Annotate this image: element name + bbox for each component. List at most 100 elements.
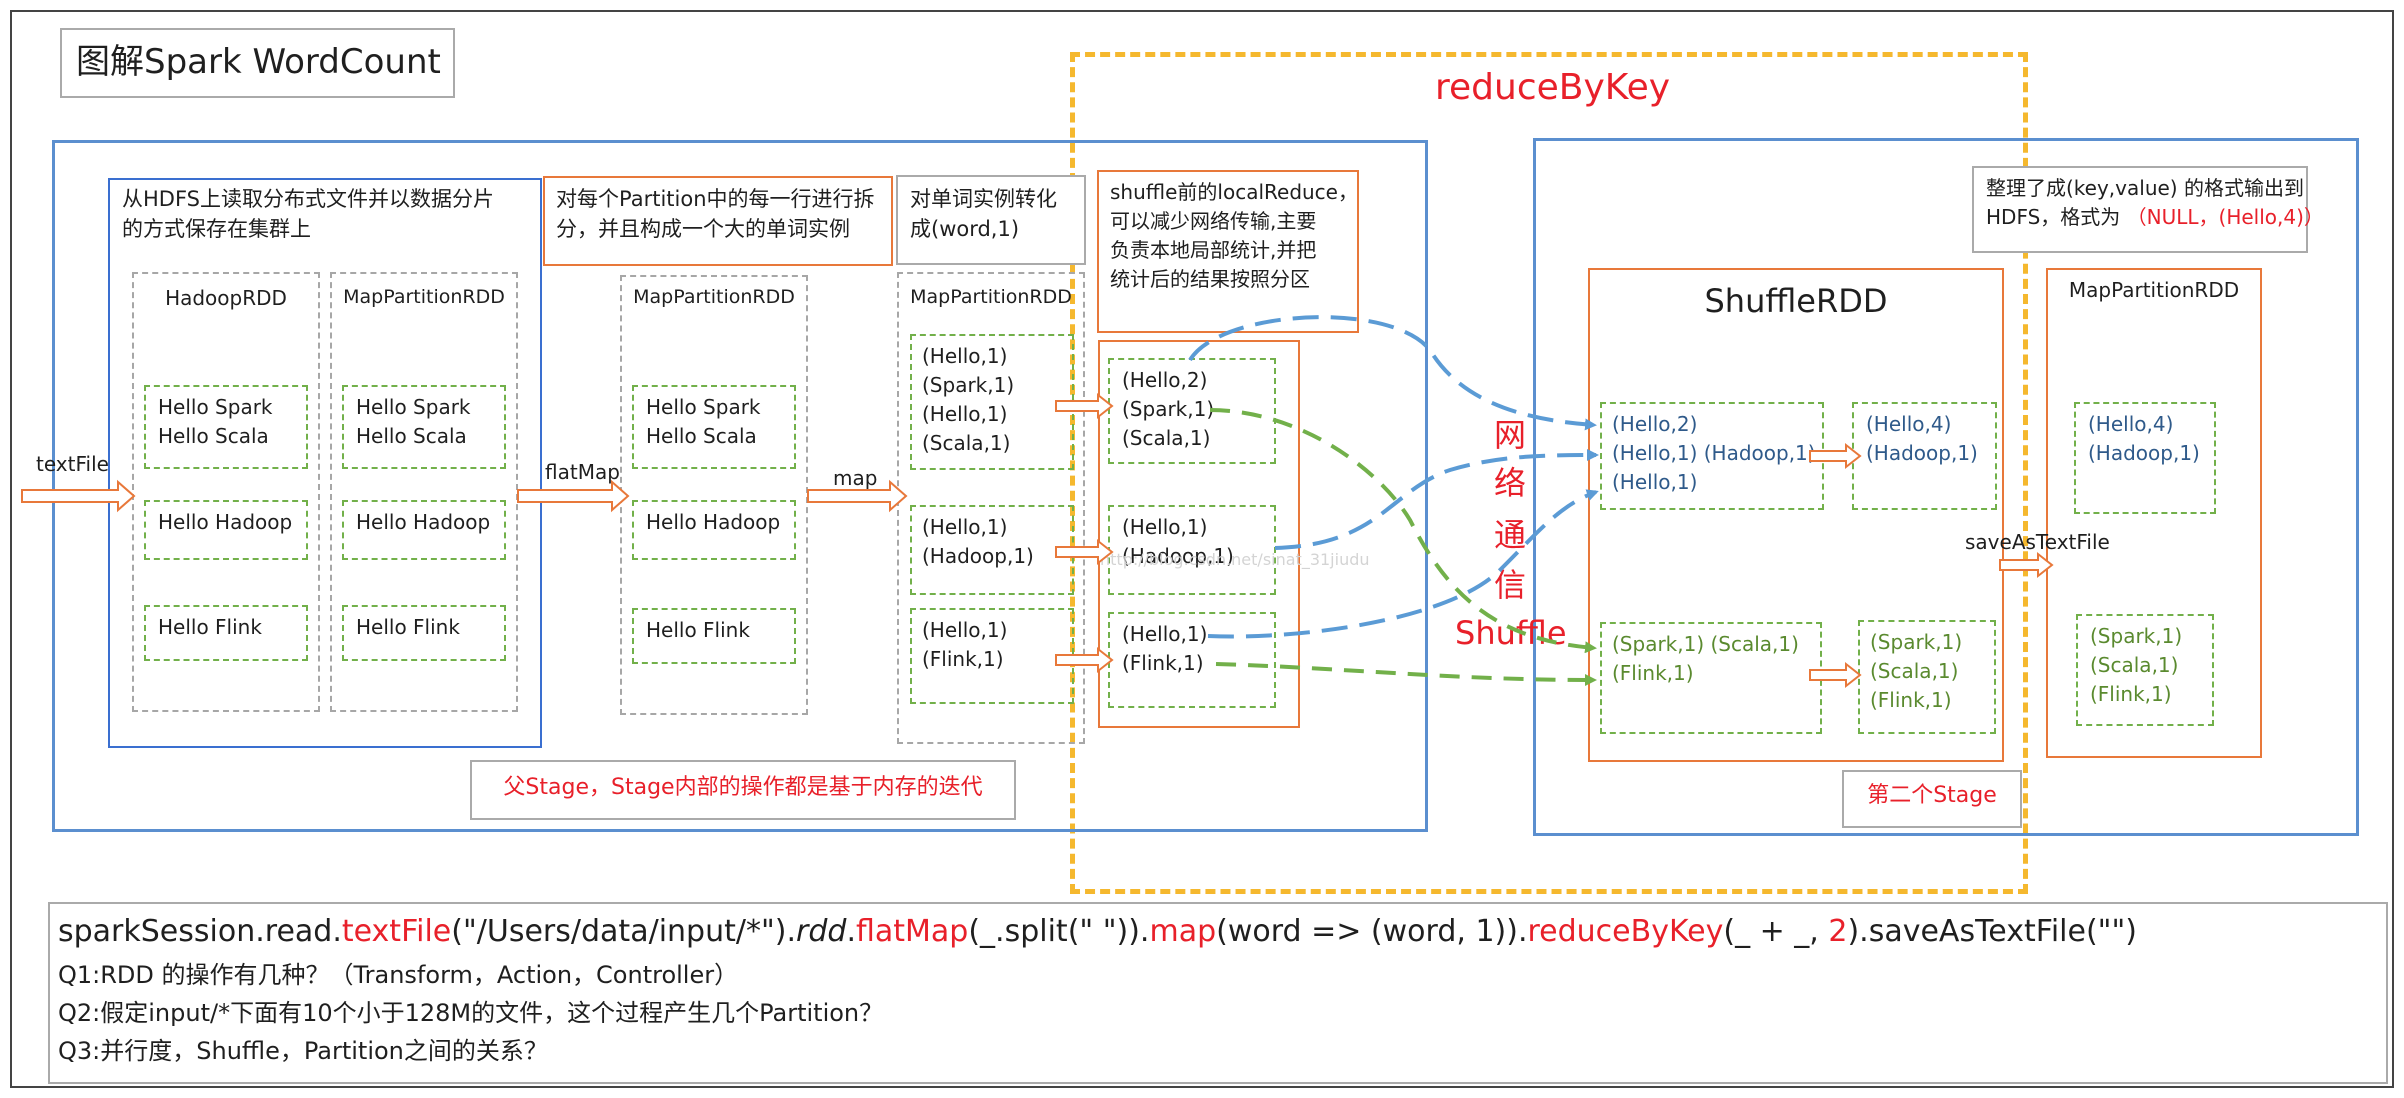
shuffle-curve-blue (1274, 449, 1599, 550)
outer-frame (10, 10, 2394, 1088)
partition-box (632, 385, 796, 469)
partition-final: (Hello,4) (Hadoop,1) (2088, 412, 2200, 465)
partition-shuffle-in: (Spark,1) (Scala,1) (Flink,1) (1612, 632, 1799, 685)
reduce-by-key-label: reduceByKey (1435, 67, 1671, 108)
partition-box (2074, 402, 2216, 514)
map-partition-rdd-label: MapPartitionRDD (343, 286, 505, 308)
local-reduce-column (1098, 340, 1300, 728)
flat-map-label: flatMap (545, 460, 620, 484)
shuffle-combine-arrow (1809, 442, 1862, 470)
partition-pairs: (Hello,1) (Flink,1) (922, 618, 1008, 671)
shuffle-rdd-box (1588, 268, 2004, 762)
map-label: map (833, 466, 878, 490)
partition-final: (Spark,1) (Scala,1) (Flink,1) (2090, 624, 2183, 706)
map-partition-rdd-label: MapPartitionRDD (2068, 278, 2240, 302)
shuffle-curve-green (1209, 408, 1597, 654)
convert-note: 对单词实例转化 成(word,1) (910, 187, 1057, 242)
partition-lines: Hello Flink (356, 615, 460, 639)
question: Q3:并行度，Shuffle，Partition之间的关系？ (58, 1037, 548, 1065)
partition-local-reduced: (Hello,1) (Flink,1) (1122, 622, 1208, 675)
map-partition-rdd-label: MapPartitionRDD (633, 286, 795, 308)
shuffle-curve-blue (1207, 489, 1599, 639)
network-char: 信 (1493, 566, 1526, 604)
code-line: sparkSession.read.textFile("/Users/data/… (58, 910, 2137, 954)
map-partition-rdd-column (897, 272, 1085, 744)
save-arrow (1999, 551, 2054, 579)
split-note-box (543, 176, 893, 266)
flow-arrows (21, 392, 2054, 689)
partition-box (144, 385, 308, 469)
reduce-by-key-region (1070, 52, 2028, 894)
partition-shuffle-out: (Hello,4) (Hadoop,1) (1866, 412, 1978, 465)
code-segment: . (846, 914, 856, 949)
code-segment: (word => (word, 1)). (1216, 914, 1528, 949)
code-segment: reduceByKey (1527, 914, 1724, 949)
split-note: 对每个Partition中的每一行进行拆 分，并且构成一个大的单词实例 (556, 187, 875, 242)
code-segment: sparkSession.read. (58, 914, 342, 949)
partition-lines: Hello Hadoop (158, 510, 293, 534)
partition-lines: Hello Flink (646, 618, 750, 642)
partition-box (342, 500, 506, 560)
shuffle-label: Shuffle (1455, 614, 1567, 652)
code-segment: flatMap (855, 914, 969, 949)
partition-local-reduced: (Hello,2) (Spark,1) (Scala,1) (1122, 368, 1215, 450)
parent-stage-label-box (470, 760, 1016, 820)
network-char: 络 (1493, 464, 1526, 502)
partition-pairs: (Hello,1) (Hadoop,1) (922, 515, 1034, 568)
question: Q1:RDD 的操作有几种？（Transform，Action，Controll… (58, 961, 739, 989)
map-partition-rdd-label: MapPartitionRDD (910, 286, 1072, 308)
partition-lines: Hello Spark Hello Scala (158, 395, 273, 448)
code-segment: map (1149, 914, 1217, 949)
question: Q2:假定input/*下面有10个小于128M的文件，这个过程产生几个Part… (58, 999, 884, 1027)
local-reduce-arrow (1055, 538, 1114, 566)
output-note: 整理了成(key,value) 的格式输出到 HDFS，格式为 （NULL，(H… (1986, 174, 2324, 232)
partition-lines: Hello Hadoop (646, 510, 781, 534)
partition-box (144, 500, 308, 560)
shuffle-curve-blue (1188, 315, 1597, 431)
local-reduce-arrow (1055, 646, 1114, 674)
output-note-box (1972, 166, 2308, 253)
network-char: 通 (1493, 516, 1526, 554)
watermark: http://blog.csdn.net/sinat_31jiudu (1100, 550, 1370, 569)
network-char: 网 (1493, 416, 1526, 454)
text-file-arrow (21, 479, 136, 513)
shuffle-combine-arrow (1809, 661, 1862, 689)
second-stage-box (1533, 138, 2359, 836)
output-format: （NULL，(Hello,4)） (2126, 205, 2324, 229)
hdfs-read-note: 从HDFS上读取分布式文件并以数据分片 的方式保存在集群上 (122, 187, 495, 242)
partition-shuffle-in: (Hello,2) (Hello,1) (Hadoop,1) (Hello,1) (1612, 412, 1816, 494)
flat-map-arrow (517, 479, 630, 513)
convert-note-box (896, 175, 1086, 265)
code-segment: (_ + _, (1723, 914, 1829, 949)
shuffle-rdd-label: ShuffleRDD (1704, 282, 1888, 320)
hadoop-rdd-label: HadoopRDD (165, 286, 287, 310)
hdfs-read-box (108, 178, 542, 748)
hadoop-rdd-column (132, 272, 320, 712)
diagram-title-box (60, 28, 455, 98)
final-map-partition-rdd-box (2046, 268, 2262, 758)
partition-box (2076, 614, 2214, 726)
partition-lines: Hello Hadoop (356, 510, 491, 534)
local-reduce-arrow (1055, 392, 1114, 420)
partition-pairs: (Hello,1) (Spark,1) (Hello,1) (Scala,1) (922, 344, 1015, 455)
partition-box (632, 608, 796, 664)
code-segment: rdd (796, 914, 847, 949)
shuffle-curve-green (1215, 662, 1597, 686)
text-file-label: textFile (36, 452, 109, 476)
map-arrow (807, 479, 908, 513)
parent-stage-label: 父Stage，Stage内部的操作都是基于内存的迭代 (503, 775, 983, 800)
partition-box (342, 605, 506, 661)
code-segment: ).saveAsTextFile("") (1847, 914, 2137, 949)
partition-lines: Hello Spark Hello Scala (356, 395, 471, 448)
partition-local-reduced: (Hello,1) (Hadoop,1) (1122, 515, 1234, 568)
partition-lines: Hello Flink (158, 615, 262, 639)
code-box (48, 902, 2388, 1084)
partition-box (632, 500, 796, 560)
code-segment: (_.split(" ")). (968, 914, 1150, 949)
code-segment: textFile (341, 914, 452, 949)
diagram-title: 图解Spark WordCount (76, 42, 441, 82)
partition-lines: Hello Spark Hello Scala (646, 395, 761, 448)
save-as-text-file-label: saveAsTextFile (1965, 530, 2110, 554)
parent-stage-box (52, 140, 1428, 832)
